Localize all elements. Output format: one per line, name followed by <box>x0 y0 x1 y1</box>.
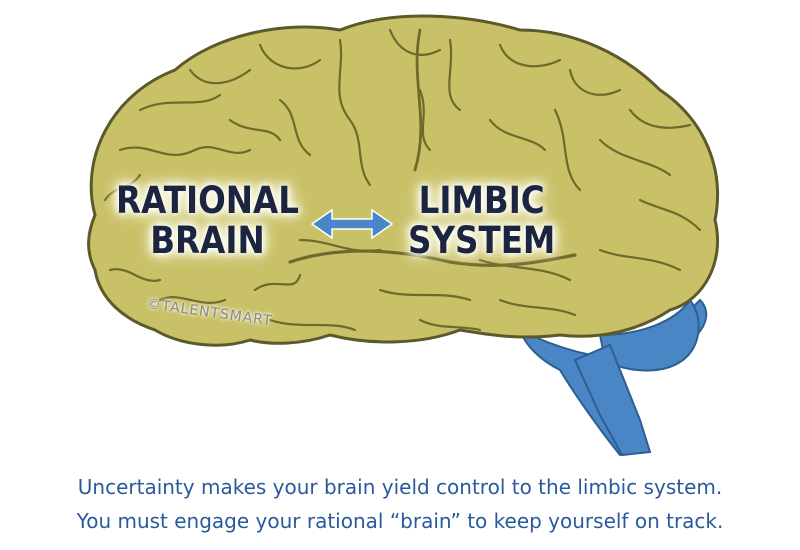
brainstem-lower <box>573 343 652 457</box>
rational-label-line2: BRAIN <box>150 219 265 262</box>
caption: Uncertainty makes your brain yield contr… <box>0 470 800 538</box>
double-arrow <box>310 208 394 240</box>
caption-line1: Uncertainty makes your brain yield contr… <box>77 475 723 499</box>
limbic-label-line1: LIMBIC <box>418 179 545 222</box>
rational-label-line1: RATIONAL <box>116 179 299 222</box>
brain-diagram: RATIONAL BRAIN LIMBIC SYSTEM ©TALENTSMAR… <box>87 14 720 457</box>
rational-brain-label: RATIONAL BRAIN <box>116 181 299 261</box>
brain-folds <box>103 28 702 332</box>
cerebrum <box>87 14 720 347</box>
brain-illustration <box>87 14 720 457</box>
limbic-system-label: LIMBIC SYSTEM <box>408 181 555 261</box>
limbic-label-line2: SYSTEM <box>408 219 556 262</box>
caption-line2: You must engage your rational “brain” to… <box>76 509 724 533</box>
cerebellum <box>598 298 700 372</box>
